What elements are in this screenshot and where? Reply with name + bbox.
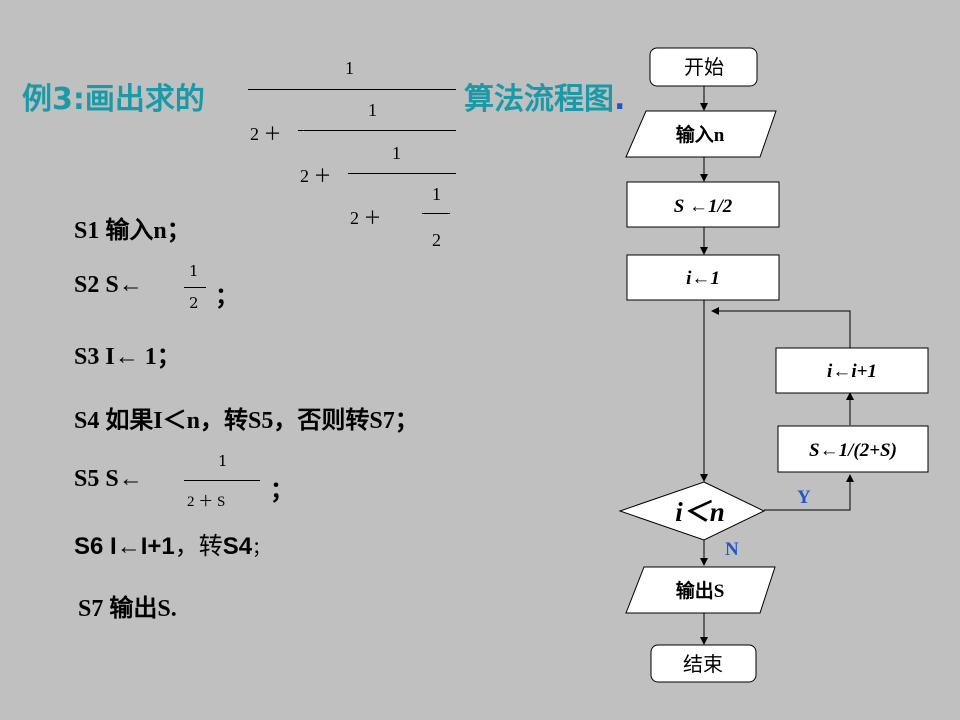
fraction-bar-2 (298, 130, 456, 131)
flow-connectors (700, 86, 854, 645)
page-title: 例3:画出求的 (22, 82, 205, 117)
input-box (625, 110, 777, 158)
step-s5-den: 2 ＋ S (187, 494, 226, 510)
end-label: 结束 (683, 653, 723, 676)
step-s6-a: S6 I←I+1 (74, 533, 175, 560)
step-s5-num: 1 (218, 452, 228, 470)
fraction-two-plus-3: 2 ＋ (350, 208, 382, 228)
loop-back-line (711, 307, 851, 348)
init-i-box (626, 254, 780, 301)
output-label: 输出S (676, 579, 725, 602)
update-i-label: i←i+1 (827, 361, 877, 382)
step-s5-suffix: ； (270, 478, 294, 504)
fraction-bar-1 (248, 89, 456, 90)
step-s2: S2 S← (74, 272, 143, 298)
end-terminal (650, 644, 757, 683)
step-s2-suffix: ； (215, 284, 239, 310)
step-s1: S1 输入n； (74, 218, 191, 244)
step-s3: S3 I← 1； (74, 344, 181, 370)
step-s5: S5 S← (74, 466, 143, 492)
init-s-box (626, 181, 780, 228)
step-s2-num: 1 (189, 262, 199, 280)
step-s6: S6 I←I+1，转S4； (74, 526, 270, 561)
fraction-two-plus-1: 2 ＋ (250, 124, 282, 144)
step-s2-bar (184, 287, 206, 288)
fraction-bar-3 (348, 173, 456, 174)
step-s2-den: 2 (189, 294, 199, 312)
arrow-cond-yes (764, 474, 854, 511)
init-s-label: S ←1/2 (674, 196, 733, 217)
output-box (625, 566, 776, 614)
update-s-box (777, 425, 929, 473)
yes-label: Y (797, 487, 811, 508)
input-label: 输入n (676, 123, 725, 146)
title-dot: . (614, 82, 626, 117)
fraction-num-2: 1 (368, 100, 377, 120)
step-s7: S7 输出S. (78, 596, 177, 622)
update-i-box (775, 347, 929, 394)
fraction-num-1: 1 (345, 58, 354, 78)
step-s5-bar (184, 480, 260, 481)
fraction-den-4: 2 (432, 230, 441, 250)
fraction-two-plus-2: 2 ＋ (300, 166, 332, 186)
step-s6-b: ，转 (174, 534, 223, 560)
fraction-num-4: 1 (432, 184, 441, 204)
page-title-suffix: 算法流程图. (464, 74, 625, 118)
update-s-label: S←1/(2+S) (809, 440, 897, 461)
step-s4: S4 如果I＜n，转S5，否则转S7； (74, 408, 419, 434)
fraction-num-3: 1 (392, 143, 401, 163)
fraction-bar-4 (422, 213, 450, 214)
step-s6-d: ； (252, 538, 271, 558)
condition-label: i＜n (675, 497, 725, 527)
condition-diamond (618, 481, 766, 541)
no-label: N (725, 539, 739, 560)
title-suffix-text: 算法流程图 (464, 82, 614, 117)
init-i-label: i←1 (686, 268, 720, 289)
start-terminal (649, 47, 758, 87)
start-label: 开始 (684, 56, 724, 79)
step-s6-c: S4 (222, 533, 253, 560)
